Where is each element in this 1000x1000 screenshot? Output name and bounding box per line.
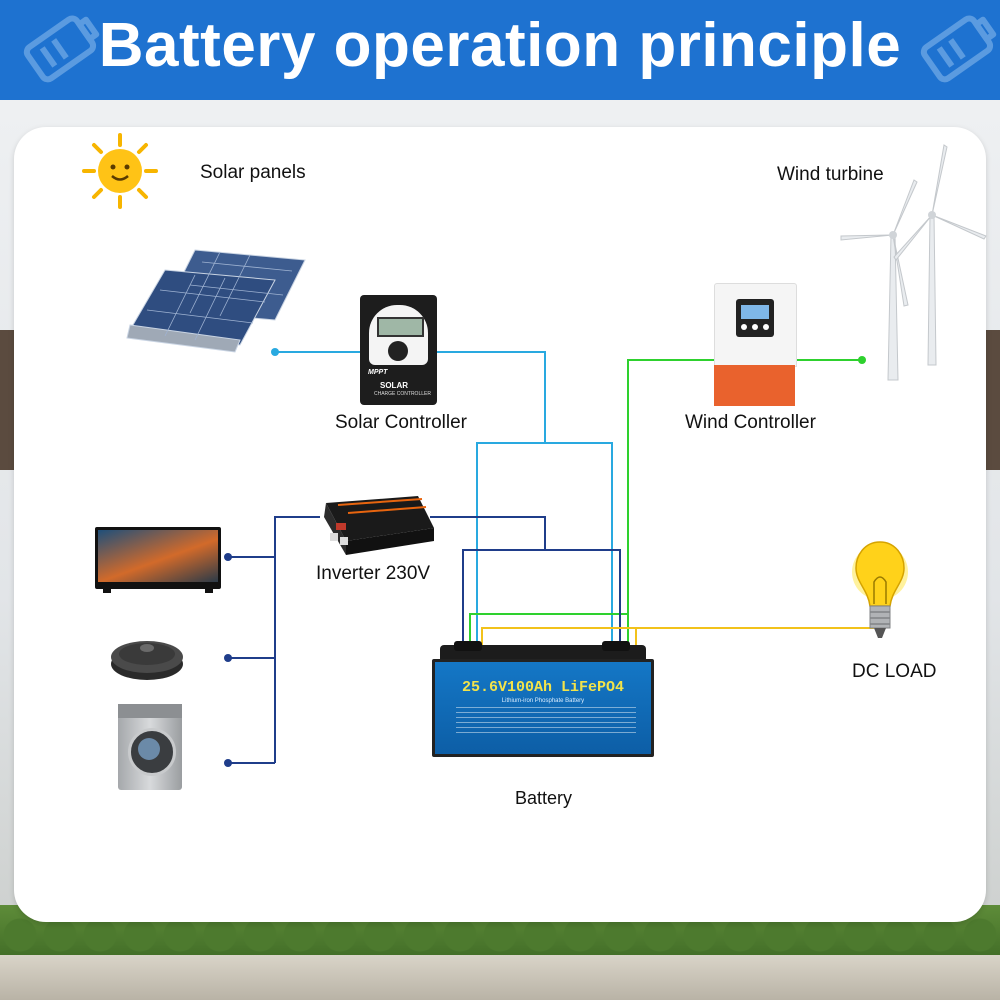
washing-machine-image: [118, 704, 182, 790]
ac-node-tv: [224, 553, 232, 561]
wind-turbine-image: [840, 144, 987, 381]
label-wind-controller: Wind Controller: [685, 412, 816, 433]
label-solar-panels: Solar panels: [200, 162, 306, 183]
label-inverter: Inverter 230V: [316, 563, 431, 584]
tv-image: [95, 527, 221, 593]
sun-icon: [82, 133, 158, 209]
controller-screen-label: MPPT: [368, 369, 388, 376]
wind-wire-node: [858, 356, 866, 364]
inverter-wire: [228, 516, 621, 764]
page-title: Battery operation principle: [98, 11, 902, 80]
dc-load-wire: [481, 627, 874, 648]
header-bar: Battery operation principle: [0, 0, 1000, 100]
solar-wire-node: [271, 348, 279, 356]
controller-brand: SOLAR: [380, 381, 408, 390]
solar-wire: [275, 351, 613, 648]
label-dc-load: DC LOAD: [852, 661, 937, 682]
robot-vacuum-image: [111, 641, 183, 680]
battery-subtitle: Lithium-iron Phosphate Battery: [501, 698, 585, 704]
light-bulb-image: [852, 541, 908, 638]
background-planter: [0, 955, 1000, 1000]
label-wind-turbine: Wind turbine: [777, 164, 884, 185]
battery-outline-icon: [23, 15, 100, 83]
label-solar-controller: Solar Controller: [335, 412, 467, 433]
inverter-image: [324, 496, 434, 555]
battery-image: 25.6V100Ah LiFePO4 Lithium-iron Phosphat…: [432, 641, 654, 757]
ac-node-washer: [224, 759, 232, 767]
solar-controller-image: MPPT SOLAR CHARGE CONTROLLER: [360, 295, 437, 405]
wind-wire: [469, 359, 862, 648]
solar-panels-image: [126, 249, 306, 353]
battery-model-text: 25.6V100Ah LiFePO4: [461, 679, 625, 696]
ac-node-robot: [224, 654, 232, 662]
label-battery: Battery: [515, 788, 573, 808]
battery-outline-icon: [920, 15, 997, 83]
controller-brand-sub: CHARGE CONTROLLER: [374, 391, 431, 397]
wind-controller-image: [714, 283, 797, 406]
